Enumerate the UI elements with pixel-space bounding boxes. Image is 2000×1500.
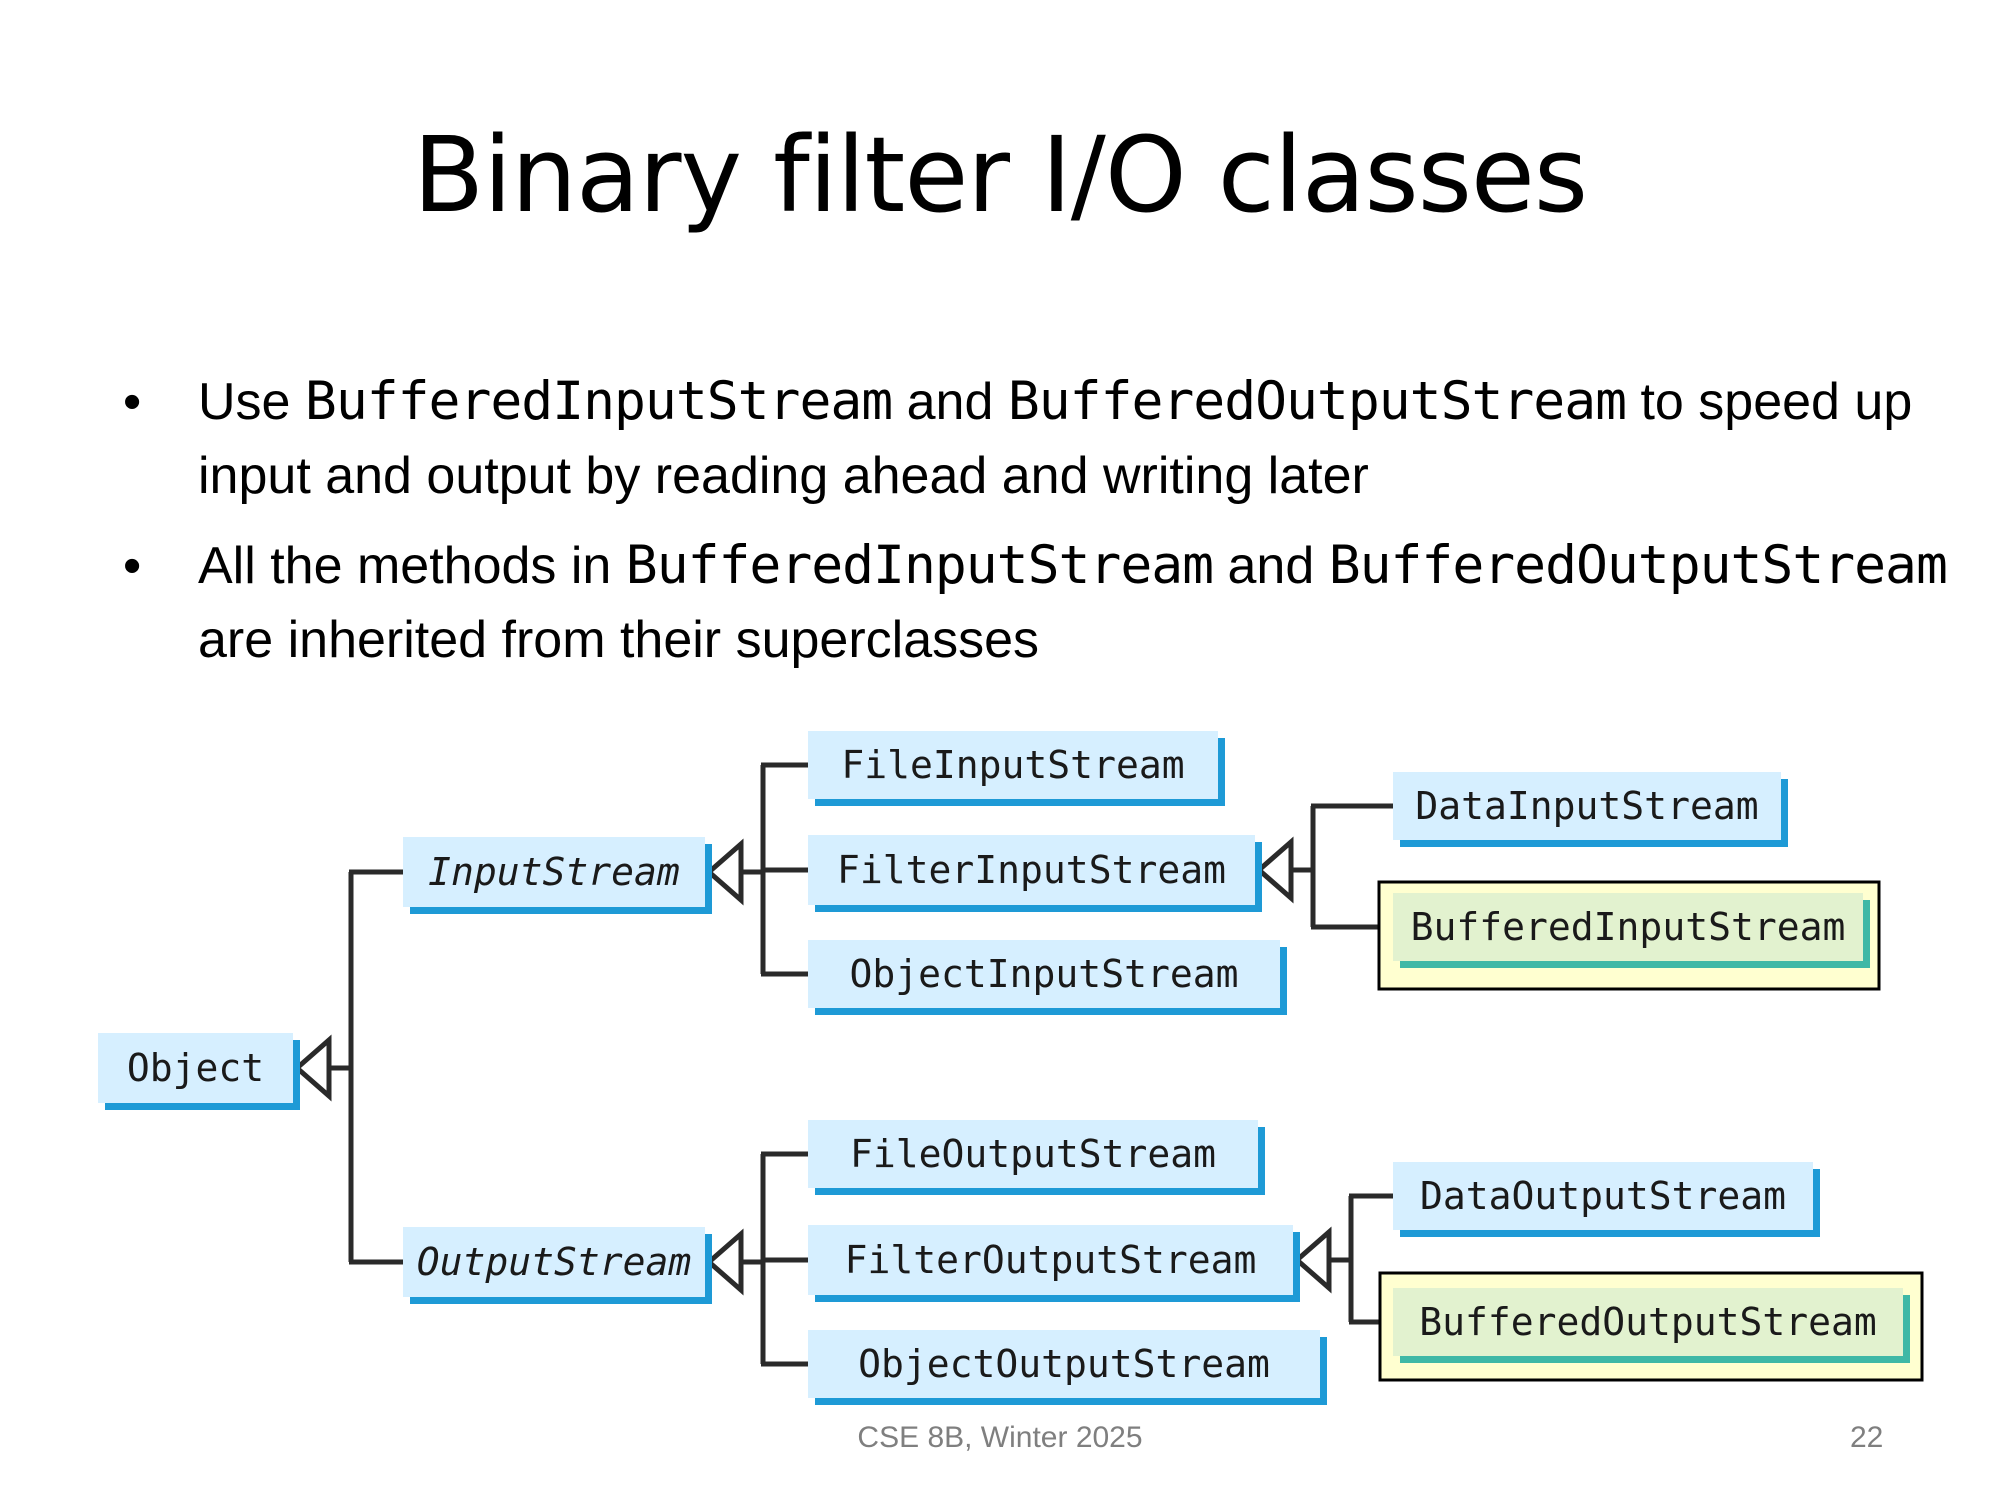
class-label: DataInputStream [1415,784,1758,828]
class-box [808,1120,1258,1188]
class-name-code: BufferedInputStream [625,535,1214,596]
class-box [808,940,1280,1008]
slide-title: Binary filter I/O classes [412,114,1588,236]
footer-course: CSE 8B, Winter 2025 [857,1421,1143,1454]
class-box [1393,1162,1813,1230]
class-box [1393,893,1863,961]
class-label: ObjectInputStream [850,952,1239,996]
bullet-text: are inherited from their superclasses [198,611,1040,669]
inheritance-arrow-icon [293,1034,332,1102]
inheritance-arrow-icon [705,1228,744,1296]
bullet-list: • Use BufferedInputStream and BufferedOu… [115,365,1955,693]
class-name-code: BufferedOutputStream [1007,371,1627,432]
class-hierarchy-diagram: ObjectInputStreamOutputStreamFileInputSt… [98,731,1924,1405]
bullet-text: to speed up input and output by reading … [198,373,1913,505]
bullet-item: • All the methods in BufferedInputStream… [115,529,1955,677]
footer-page-number: 22 [1850,1421,1884,1454]
class-label: FileInputStream [841,743,1184,787]
class-label: FilterOutputStream [845,1238,1257,1282]
class-box [1393,772,1781,840]
inheritance-arrow-icon [1293,1226,1332,1294]
bullet-text: and [892,373,1008,431]
class-label: InputStream [428,850,680,894]
class-box [808,1225,1293,1295]
class-label: FilterInputStream [837,848,1226,892]
class-box [808,835,1255,905]
bullet-text: All the methods in [198,537,626,595]
class-label: Object [127,1046,264,1090]
class-name-code: BufferedInputStream [304,371,893,432]
inheritance-arrow-icon [705,838,744,906]
bullet-item: • Use BufferedInputStream and BufferedOu… [115,365,1955,513]
bullet-dot-icon: • [123,537,142,595]
class-box [808,1330,1320,1398]
bullet-text: Use [198,373,305,431]
class-name-code: BufferedOutputStream [1328,535,1948,596]
class-label: ObjectOutputStream [858,1342,1270,1386]
class-box [1393,1288,1903,1356]
class-box [403,1227,705,1297]
bullet-text: and [1213,537,1329,595]
bullet-dot-icon: • [123,373,142,431]
class-box [403,837,705,907]
class-box [98,1033,293,1103]
class-box [808,731,1218,799]
class-label: BufferedOutputStream [1419,1300,1877,1344]
class-label: FileOutputStream [850,1132,1216,1176]
class-label: BufferedInputStream [1411,905,1846,949]
class-label: OutputStream [417,1240,692,1284]
class-label: DataOutputStream [1420,1174,1786,1218]
inheritance-arrow-icon [1255,836,1294,904]
